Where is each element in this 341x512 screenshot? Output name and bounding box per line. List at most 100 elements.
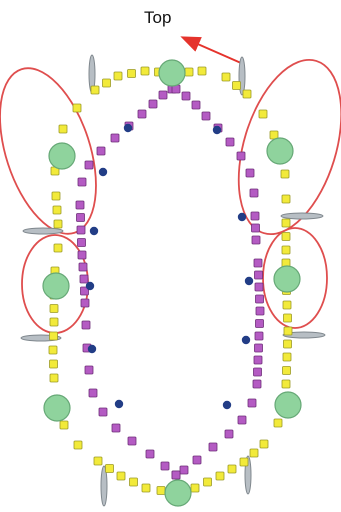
yellow-square-icon [49,373,59,383]
green-node-icon [273,265,301,293]
yellow-square-icon [281,245,291,255]
purple-square-icon [237,415,247,425]
purple-square-icon [77,177,87,187]
blue-dot-icon [87,344,97,354]
yellow-square-icon [58,124,68,134]
yellow-square-icon [129,477,138,487]
yellow-square-icon [283,313,292,323]
purple-square-icon [251,235,261,245]
purple-square-icon [145,449,155,459]
node-layer [42,59,302,507]
yellow-square-icon [48,345,58,355]
yellow-square-icon [141,483,151,493]
red-ellipse-icon [237,58,341,236]
yellow-square-icon [281,194,291,204]
yellow-square-icon [221,72,231,82]
purple-square-icon [148,99,158,109]
yellow-square-icon [242,89,252,99]
purple-square-icon [76,225,86,235]
green-node-icon [48,142,76,170]
purple-square-icon [127,436,137,446]
purple-square-icon [192,455,202,465]
purple-square-icon [158,90,168,100]
purple-square-icon [249,188,259,198]
yellow-square-icon [156,486,166,495]
purple-square-icon [254,331,264,341]
blue-dot-icon [241,335,251,345]
yellow-square-icon [273,418,283,428]
green-node-icon [164,479,192,507]
top-label: Top [144,8,171,27]
purple-square-icon [79,274,89,284]
yellow-square-icon [249,448,259,458]
blue-dot-icon [89,226,99,236]
purple-square-icon [247,398,257,408]
purple-square-icon [77,250,87,260]
green-node-icon [158,59,186,87]
yellow-square-icon [281,379,291,389]
green-node-icon [274,391,302,419]
purple-square-icon [191,100,201,110]
yellow-square-icon [49,359,58,369]
yellow-square-icon [280,169,290,179]
gray-ellipse-icon [282,331,326,339]
purple-square-icon [75,200,85,210]
yellow-square-icon [258,109,268,119]
purple-square-icon [80,298,90,308]
yellow-square-icon [105,464,114,473]
yellow-square-icon [203,477,212,487]
blue-dot-icon [237,212,247,222]
purple-square-icon [254,282,264,292]
yellow-square-icon [90,85,100,95]
yellow-square-icon [59,420,69,430]
blue-dot-icon [85,281,95,291]
yellow-square-icon [113,71,123,81]
purple-square-icon [245,168,255,178]
dot-layer [85,123,254,410]
purple-square-icon [110,133,120,143]
yellow-square-icon [52,205,62,215]
yellow-square-icon [259,439,269,449]
yellow-square-icon [239,457,249,467]
purple-square-icon [171,470,181,480]
purple-square-icon [254,343,263,353]
purple-square-icon [76,213,85,222]
yellow-square-icon [282,366,291,375]
purple-square-icon [251,223,260,233]
blue-dot-icon [244,276,254,286]
purple-square-icon [208,442,218,452]
yellow-square-icon [232,81,241,90]
purple-square-icon [111,423,121,433]
yellow-square-icon [51,191,61,201]
yellow-square-icon [93,456,103,466]
green-node-icon [42,272,70,300]
purple-square-icon [84,160,94,170]
purple-square-icon [236,151,246,161]
red-ellipse-icon [262,227,328,329]
yellow-square-icon [49,331,58,341]
yellow-square-icon [72,103,82,113]
yellow-square-icon [281,232,291,241]
purple-square-icon [255,306,265,316]
blue-dot-icon [123,123,133,133]
purple-square-icon [88,388,98,398]
purple-square-icon [98,407,108,417]
purple-square-icon [81,320,91,330]
blue-dot-icon [222,400,232,410]
purple-square-icon [254,270,263,280]
purple-square-icon [137,109,147,119]
yellow-square-icon [282,300,292,310]
yellow-square-icon [281,218,291,228]
purple-square-icon [84,365,94,375]
gray-ellipse-icon [22,227,64,235]
purple-square-icon [253,367,262,377]
blue-dot-icon [98,167,108,177]
purple-square-icon [78,262,88,272]
yellow-square-icon [127,69,136,78]
purple-square-icon [255,319,264,328]
yellow-square-icon [283,326,293,336]
purple-square-icon [80,286,89,296]
yellow-square-icon [140,66,150,76]
blue-dot-icon [114,399,124,409]
